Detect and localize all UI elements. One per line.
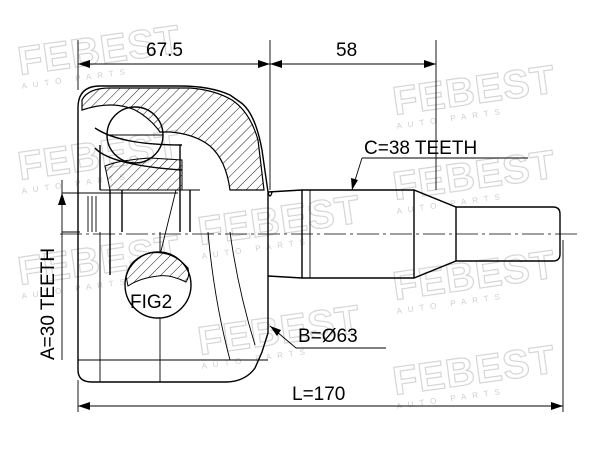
fig2-label: FIG2	[130, 292, 172, 313]
watermark-group: FEBEST AUTO PARTS FEBEST AUTO PARTS FEBE…	[15, 17, 560, 411]
shaft	[267, 189, 561, 279]
top-dimensions: 67.5 58	[77, 40, 437, 190]
fig2-detail: FIG2	[124, 189, 192, 319]
diameter-b-label: B=Ø63	[298, 326, 358, 347]
spline-a-label: A=30 TEETH	[38, 248, 59, 360]
diameter-b-annotation: B=Ø63	[269, 325, 386, 349]
joint-housing	[77, 85, 269, 383]
spline-c-label: C=38 TEETH	[364, 138, 477, 159]
dim-67-5-label: 67.5	[146, 40, 183, 61]
total-length-label: L=170	[292, 384, 345, 405]
spline-teeth-a	[87, 196, 97, 232]
spline-a-annotation: A=30 TEETH	[38, 180, 178, 360]
spline-c-annotation: C=38 TEETH	[351, 138, 528, 191]
total-length-dimension: L=170	[77, 240, 564, 412]
dim-58-label: 58	[336, 40, 357, 61]
